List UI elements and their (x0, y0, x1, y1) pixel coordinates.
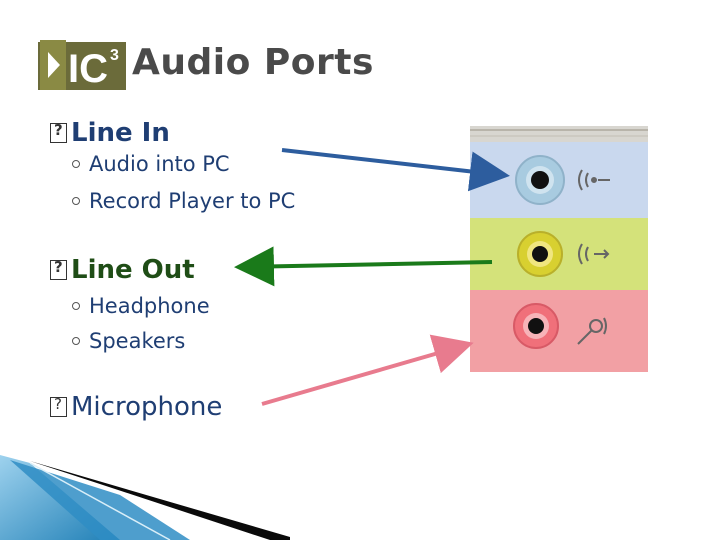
ring-bullet-icon (72, 160, 80, 168)
sub-bullet-text: Record Player to PC (89, 189, 296, 213)
microphone-arrow (261, 334, 474, 406)
bullet-line-out-label: Line Out (71, 255, 195, 285)
ring-bullet-icon (72, 302, 80, 310)
missing-glyph-icon (50, 258, 67, 280)
bullet-microphone-label: Microphone (71, 392, 223, 422)
line-in-arrow (281, 148, 510, 192)
bullet-line-in: Line In (50, 118, 170, 148)
line-out-arrow (234, 246, 493, 287)
sub-bullet-headphone: Headphone (72, 294, 210, 318)
sub-bullet-record-player: Record Player to PC (72, 189, 295, 213)
slide-title: Audio Ports (132, 42, 374, 83)
missing-glyph-icon (50, 395, 67, 417)
ring-bullet-icon (72, 337, 80, 345)
sub-bullet-text: Audio into PC (89, 152, 230, 176)
logo-text: IC (68, 47, 108, 91)
microphone-icon (577, 317, 607, 345)
bullet-microphone: Microphone (50, 392, 222, 422)
microphone-panel (470, 290, 648, 372)
sub-bullet-text: Headphone (89, 294, 210, 318)
bullet-line-in-label: Line In (71, 118, 170, 148)
decorative-corner (0, 455, 290, 540)
sub-bullet-audio-into-pc: Audio into PC (72, 152, 230, 176)
sub-bullet-speakers: Speakers (72, 329, 185, 353)
missing-glyph-icon (50, 121, 67, 143)
line-out-icon (578, 243, 610, 265)
logo-superscript: 3 (110, 47, 119, 64)
ic3-logo: IC 3 (38, 40, 126, 91)
line-in-icon (578, 169, 610, 191)
sub-bullet-text: Speakers (89, 329, 186, 353)
bullet-line-out: Line Out (50, 255, 195, 285)
ring-bullet-icon (72, 197, 80, 205)
